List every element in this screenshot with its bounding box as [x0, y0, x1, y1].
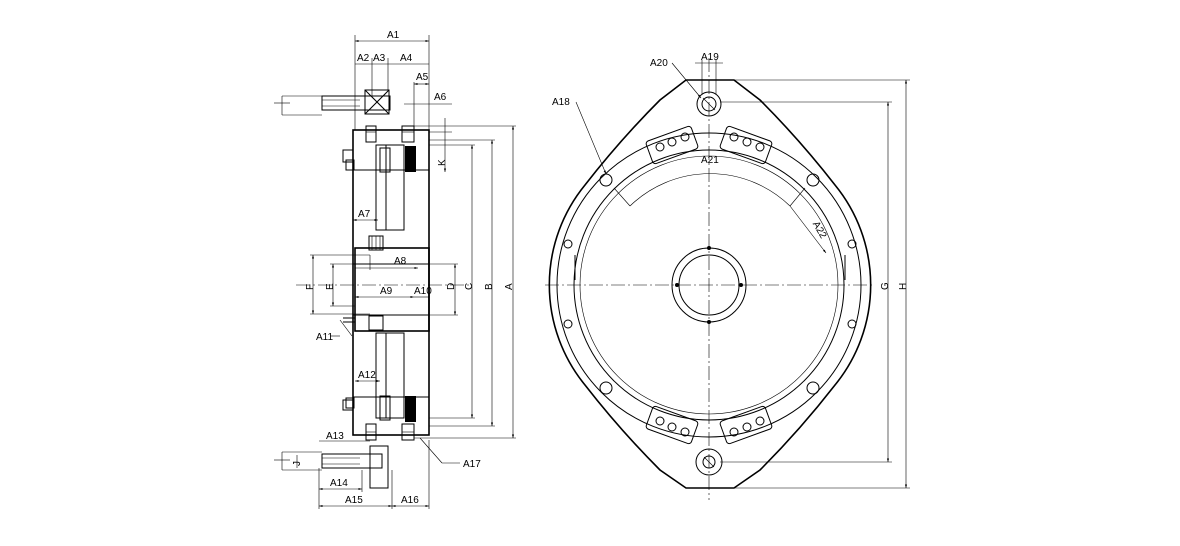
label-A2: A2 [357, 53, 370, 64]
label-A13: A13 [326, 431, 344, 442]
label-A21: A21 [701, 155, 719, 166]
label-A6: A6 [434, 92, 447, 103]
label-A18: A18 [552, 97, 570, 108]
label-H: H [898, 283, 909, 290]
label-A17: A17 [463, 459, 481, 470]
front-view-outline [548, 79, 872, 489]
bottom-bolt-cluster [645, 405, 773, 445]
label-A22: A22 [810, 220, 829, 241]
front-view: A19 A20 A18 A21 A22 G H [545, 52, 910, 500]
side-view: A1 A2 A3 A4 A5 A6 A B [274, 30, 516, 509]
label-B: B [484, 283, 495, 290]
label-J: J [292, 461, 303, 466]
side-view-body [321, 89, 430, 489]
side-view-top-dimensions: A1 A2 A3 A4 A5 A6 [274, 30, 452, 130]
label-E: E [325, 283, 336, 290]
label-A15: A15 [345, 495, 363, 506]
label-A16: A16 [401, 495, 419, 506]
label-K: K [437, 159, 448, 166]
label-A20: A20 [650, 58, 668, 69]
label-A19: A19 [701, 52, 719, 63]
label-A12: A12 [358, 370, 376, 381]
label-A10: A10 [414, 286, 432, 297]
side-view-left-dimensions: F E A7 A8 A9 A10 A11 A12 [305, 209, 432, 383]
label-G: G [880, 282, 891, 290]
label-D: D [446, 283, 457, 290]
top-bolt-cluster [645, 125, 773, 165]
label-F: F [305, 284, 316, 290]
label-A3: A3 [373, 53, 386, 64]
label-A7: A7 [358, 209, 371, 220]
label-A1: A1 [387, 30, 400, 41]
label-A14: A14 [330, 478, 348, 489]
label-A5: A5 [416, 72, 429, 83]
label-C: C [464, 283, 475, 290]
label-A9: A9 [380, 286, 393, 297]
label-A: A [504, 283, 515, 290]
label-A8: A8 [394, 256, 407, 267]
label-A4: A4 [400, 53, 413, 64]
top-lug-hole [696, 91, 722, 117]
label-A11: A11 [316, 332, 333, 343]
side-view-right-dimensions: A B C D K [414, 118, 516, 439]
ring-bolt-holes [563, 173, 857, 395]
side-view-bottom-dimensions: A13 J A14 A15 A16 A17 [274, 431, 481, 509]
